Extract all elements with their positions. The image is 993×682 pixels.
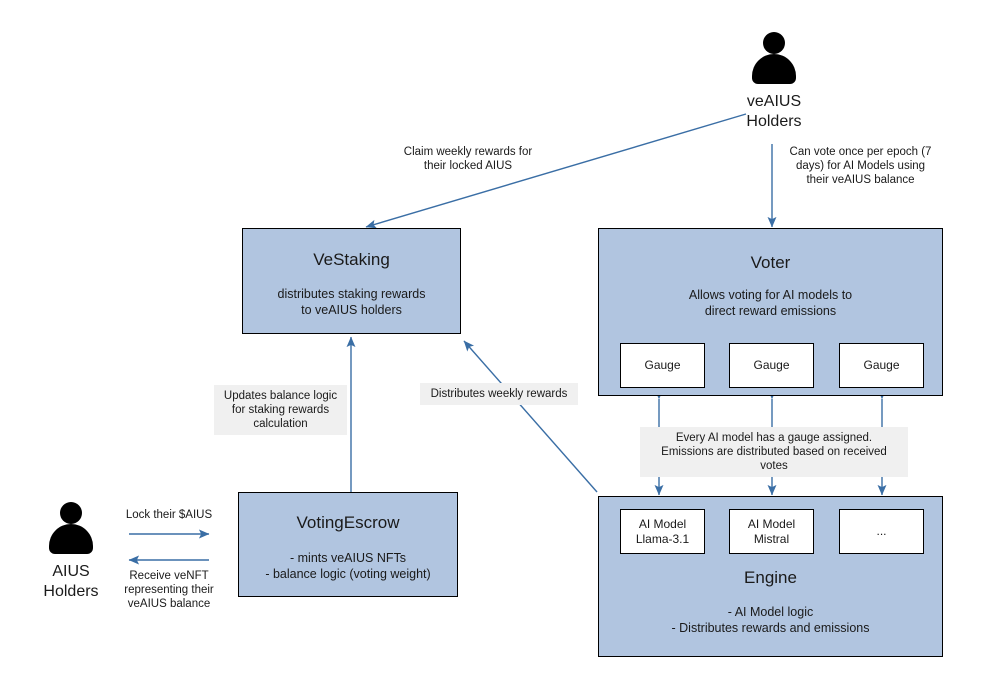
gauge-box-1-label: Gauge [644, 358, 681, 372]
gauge-box-3-label: Gauge [863, 358, 900, 372]
edge-label-gauge-assignment: Every AI model has a gauge assigned. Emi… [640, 427, 908, 477]
ai-model-box-2-label: AI Model Mistral [747, 516, 796, 546]
edge-label-lock-aius: Lock their $AIUS [125, 509, 213, 521]
edge-label-updates-balance: Updates balance logic for staking reward… [214, 385, 347, 435]
edge-label-can-vote: Can vote once per epoch (7 days) for AI … [789, 146, 932, 186]
ai-model-box-3-label: ... [876, 524, 887, 538]
node-votingescrow[interactable]: VotingEscrow - mints veAIUS NFTs - balan… [238, 492, 458, 597]
edge-label-claim-rewards: Claim weekly rewards for their locked AI… [403, 146, 533, 172]
node-vestaking-desc: distributes staking rewards to veAIUS ho… [277, 287, 426, 317]
person-icon-head [60, 502, 82, 524]
ai-model-box-1[interactable]: AI Model Llama-3.1 [620, 509, 705, 554]
gauge-box-3[interactable]: Gauge [839, 343, 924, 388]
ai-model-box-1-label: AI Model Llama-3.1 [635, 516, 690, 546]
connector-distributes-weekly [463, 340, 598, 493]
person-icon-head [763, 32, 785, 54]
actor-veaius-holders: veAIUS Holders [719, 30, 829, 132]
node-voter-title: Voter [750, 253, 791, 272]
ai-model-box-2[interactable]: AI Model Mistral [729, 509, 814, 554]
person-icon-body [49, 524, 93, 554]
node-vestaking[interactable]: VeStaking distributes staking rewards to… [242, 228, 461, 334]
ai-model-box-3[interactable]: ... [839, 509, 924, 554]
actor-label-veaius-holders: veAIUS Holders [746, 93, 802, 130]
node-engine-desc: - AI Model logic - Distributes rewards a… [671, 605, 870, 635]
node-votingescrow-title: VotingEscrow [296, 513, 400, 532]
gauge-box-2[interactable]: Gauge [729, 343, 814, 388]
person-icon-body [752, 54, 796, 84]
actor-aius-holders: AIUS Holders [16, 500, 126, 602]
gauge-box-1[interactable]: Gauge [620, 343, 705, 388]
edge-label-receive-venft: Receive veNFT representing their veAIUS … [124, 570, 214, 610]
gauge-box-2-label: Gauge [753, 358, 790, 372]
edge-label-distributes-weekly: Distributes weekly rewards [420, 383, 578, 405]
person-icon [746, 30, 802, 86]
node-voter-desc: Allows voting for AI models to direct re… [688, 288, 853, 318]
node-votingescrow-desc: - mints veAIUS NFTs - balance logic (vot… [265, 551, 431, 581]
node-engine-title: Engine [744, 568, 797, 587]
person-icon [43, 500, 99, 556]
actor-label-aius-holders: AIUS Holders [43, 563, 99, 600]
node-vestaking-title: VeStaking [313, 250, 390, 269]
